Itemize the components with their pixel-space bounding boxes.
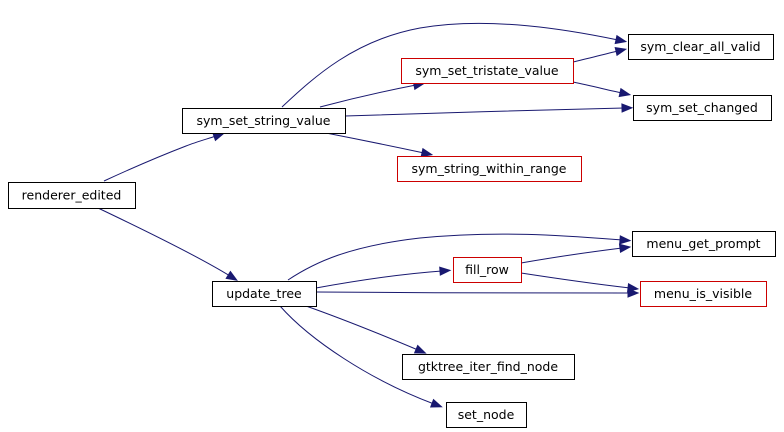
node-box <box>633 95 772 121</box>
edge-fill_row-to-menu_is_visible <box>520 272 640 293</box>
node-menu-get-prompt[interactable]: menu_get_prompt <box>632 231 776 257</box>
edge-sym_set_string_value-to-sym_string_within_range <box>325 132 434 158</box>
node-box <box>640 281 767 307</box>
edge-renderer_edited-to-update_tree <box>97 207 238 281</box>
node-sym-string-within-range[interactable]: sym_string_within_range <box>397 156 582 182</box>
edge-line <box>319 84 417 108</box>
edge-line <box>572 81 623 94</box>
edge-line <box>287 233 623 281</box>
edge-line <box>520 247 623 264</box>
arrowhead <box>413 344 427 354</box>
edge-line <box>315 291 631 294</box>
node-update-tree[interactable]: update_tree <box>212 281 317 307</box>
node-label: sym_clear_all_valid <box>640 39 760 54</box>
arrowhead <box>420 147 434 158</box>
edge-sym_set_tristate_value-to-sym_set_changed <box>572 81 632 98</box>
edge-update_tree-to-gtktree_iter_find_node <box>305 305 427 354</box>
node-sym-set-changed[interactable]: sym_set_changed <box>633 95 772 121</box>
node-menu-is-visible[interactable]: menu_is_visible <box>640 281 767 307</box>
node-label: renderer_edited <box>22 188 122 203</box>
node-box <box>182 108 346 134</box>
node-gtktree-iter-find-node[interactable]: gtktree_iter_find_node <box>402 354 575 380</box>
edge-update_tree-to-set_node <box>279 305 443 408</box>
node-box <box>453 257 522 283</box>
edge-line <box>572 50 619 63</box>
node-renderer-edited[interactable]: renderer_edited <box>8 182 136 209</box>
edge-line <box>281 22 619 108</box>
node-box <box>402 354 575 380</box>
edge-update_tree-to-fill_row <box>315 266 452 289</box>
node-label: sym_set_changed <box>646 100 758 115</box>
edge-line <box>279 305 435 405</box>
node-label: fill_row <box>465 262 509 277</box>
arrowhead <box>439 266 452 276</box>
node-label: sym_set_string_value <box>197 113 331 128</box>
edge-line <box>344 107 625 117</box>
edge-sym_set_string_value-to-sym_clear_all_valid <box>281 22 628 108</box>
node-label: menu_is_visible <box>654 286 752 301</box>
arrowhead <box>621 103 634 113</box>
node-box <box>446 402 527 428</box>
node-sym-set-string-value[interactable]: sym_set_string_value <box>182 108 346 134</box>
edge-update_tree-to-menu_get_prompt <box>287 233 632 281</box>
arrowhead <box>225 270 238 281</box>
node-set-node[interactable]: set_node <box>446 402 527 428</box>
node-fill-row[interactable]: fill_row <box>453 257 522 283</box>
edge-line <box>305 305 419 351</box>
arrowhead <box>614 34 628 45</box>
node-label: gtktree_iter_find_node <box>418 359 558 374</box>
edge-line <box>315 270 443 289</box>
edge-line <box>97 207 231 277</box>
edge-sym_set_tristate_value-to-sym_clear_all_valid <box>572 46 628 63</box>
node-sym-clear-all-valid[interactable]: sym_clear_all_valid <box>628 34 774 60</box>
arrowhead <box>618 87 632 98</box>
node-box <box>8 182 136 209</box>
node-label: set_node <box>458 407 515 422</box>
arrowhead <box>627 283 640 293</box>
edge-line <box>520 272 631 289</box>
arrowhead <box>618 243 632 253</box>
node-box <box>401 58 574 84</box>
node-box <box>212 281 317 307</box>
arrowhead <box>429 398 443 408</box>
edge-line <box>325 132 425 154</box>
arrowhead <box>619 235 632 245</box>
edge-sym_set_string_value-to-sym_set_changed <box>344 103 634 117</box>
arrowhead <box>614 46 628 57</box>
node-sym-set-tristate-value[interactable]: sym_set_tristate_value <box>401 58 574 84</box>
edge-renderer_edited-to-sym_set_string_value <box>103 132 225 182</box>
node-box <box>397 156 582 182</box>
edge-sym_set_string_value-to-sym_set_tristate_value <box>319 80 426 108</box>
node-box <box>628 34 774 60</box>
node-label: sym_set_tristate_value <box>415 63 559 78</box>
node-label: update_tree <box>226 286 302 301</box>
node-label: menu_get_prompt <box>646 236 760 251</box>
node-label: sym_string_within_range <box>412 161 567 176</box>
edge-update_tree-to-menu_is_visible <box>315 288 640 298</box>
edge-fill_row-to-menu_get_prompt <box>520 243 632 264</box>
node-box <box>632 231 776 257</box>
edge-line <box>103 135 217 182</box>
nodes-layer: renderer_edited sym_set_string_valueupdat… <box>8 34 776 428</box>
